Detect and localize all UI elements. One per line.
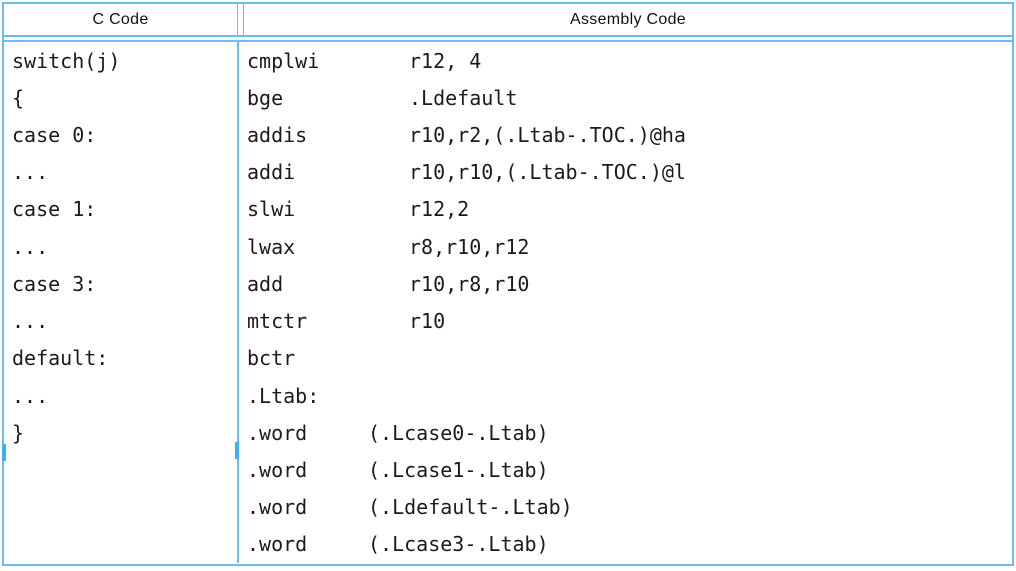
assembly-code-line: cmplwi r12, 4 xyxy=(247,42,1012,79)
assembly-mnemonic: .word xyxy=(247,420,308,445)
c-code-cell: switch(j) { case 0:... case 1:... case 3:...… xyxy=(4,42,239,563)
assembly-code-line: mtctr r10 xyxy=(247,303,1012,340)
assembly-code-line: addi r10,r10,(.Ltab-.TOC.)@l xyxy=(247,154,1012,191)
table-header-row: C Code Assembly Code xyxy=(4,4,1012,37)
assembly-code-line: .word (.Lcase3-.Ltab) xyxy=(247,526,1012,563)
assembly-code-line: add r10,r8,r10 xyxy=(247,265,1012,302)
assembly-mnemonic: .word xyxy=(247,495,308,520)
c-code-line: default: xyxy=(12,346,109,371)
assembly-code-line: .word (.Lcase0-.Ltab) xyxy=(247,414,1012,451)
c-code-line xyxy=(12,526,237,563)
row-break-notch-middle xyxy=(235,442,239,459)
assembly-operands: r10,r2,(.Ltab-.TOC.)@ha xyxy=(409,123,686,148)
c-code-line: case 3: xyxy=(12,271,97,296)
assembly-mnemonic: bge xyxy=(247,85,284,110)
assembly-operands: (.Ldefault-.Ltab) xyxy=(368,495,573,520)
assembly-operands: r12,2 xyxy=(409,197,470,222)
assembly-code-line: addis r10,r2,(.Ltab-.TOC.)@ha xyxy=(247,116,1012,153)
assembly-operands: (.Lcase0-.Ltab) xyxy=(368,420,549,445)
assembly-code-line: .Ltab: xyxy=(247,377,1012,414)
c-code-line: switch(j) xyxy=(12,48,121,73)
assembly-mnemonic: cmplwi xyxy=(247,48,320,73)
assembly-operands: r10 xyxy=(409,309,446,334)
assembly-operands: r12, 4 xyxy=(409,48,482,73)
assembly-operands: .Ldefault xyxy=(409,85,518,110)
c-code-line: { xyxy=(12,85,25,110)
header-assembly-code: Assembly Code xyxy=(243,4,1012,35)
c-code-line xyxy=(12,489,237,526)
c-code-line: ... xyxy=(12,160,49,185)
header-c-code: C Code xyxy=(4,4,238,35)
c-code-line: ... xyxy=(12,309,49,334)
assembly-mnemonic: addis xyxy=(247,123,308,148)
c-code-line: case 1: xyxy=(12,197,97,222)
assembly-mnemonic: mtctr xyxy=(247,309,308,334)
assembly-mnemonic: bctr xyxy=(247,346,296,371)
assembly-mnemonic: .word xyxy=(247,532,308,557)
table-body-row: switch(j) { case 0:... case 1:... case 3:...… xyxy=(4,40,1012,563)
assembly-operands: (.Lcase3-.Ltab) xyxy=(368,532,549,557)
row-break-notch-left xyxy=(2,444,6,461)
assembly-code-line: slwi r12,2 xyxy=(247,191,1012,228)
assembly-code-line: .word (.Lcase1-.Ltab) xyxy=(247,451,1012,488)
assembly-mnemonic: lwax xyxy=(247,234,296,259)
c-code-line: } xyxy=(12,420,25,445)
assembly-mnemonic: .Ltab: xyxy=(247,383,320,408)
c-code-line: ... xyxy=(12,234,49,259)
assembly-mnemonic: slwi xyxy=(247,197,296,222)
assembly-code-line: bge .Ldefault xyxy=(247,79,1012,116)
c-code-line xyxy=(12,451,237,488)
assembly-mnemonic: addi xyxy=(247,160,296,185)
assembly-code-cell: cmplwi r12, 4 bge .Ldefault addis r10,r2,(.Lt… xyxy=(239,42,1012,563)
assembly-operands: r10,r10,(.Ltab-.TOC.)@l xyxy=(409,160,686,185)
assembly-mnemonic: .word xyxy=(247,457,308,482)
assembly-code-line: .word (.Ldefault-.Ltab) xyxy=(247,489,1012,526)
assembly-operands: r10,r8,r10 xyxy=(409,271,530,296)
assembly-mnemonic: add xyxy=(247,271,284,296)
assembly-code-line: lwax r8,r10,r12 xyxy=(247,228,1012,265)
assembly-operands: (.Lcase1-.Ltab) xyxy=(368,457,549,482)
c-code-line: case 0: xyxy=(12,123,97,148)
c-code-line: ... xyxy=(12,383,49,408)
assembly-operands: r8,r10,r12 xyxy=(409,234,530,259)
assembly-code-line: bctr xyxy=(247,340,1012,377)
